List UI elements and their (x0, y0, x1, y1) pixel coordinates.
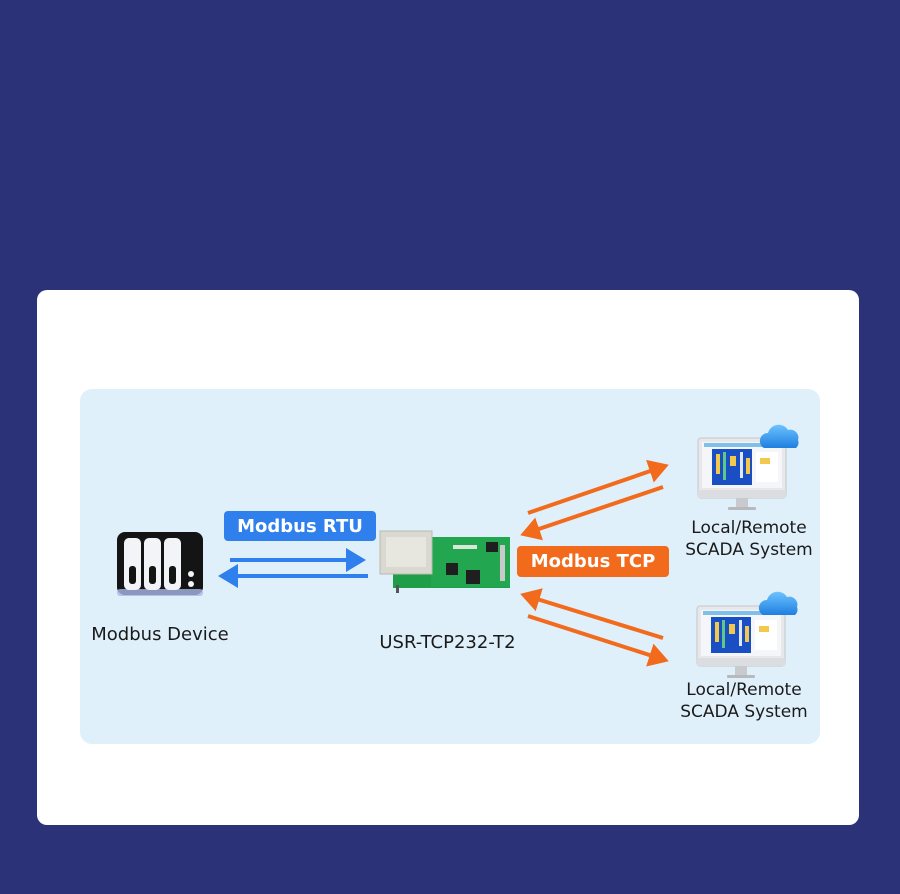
scada-label-line2: SCADA System (680, 702, 808, 722)
scada-label-line1: Local/Remote (686, 680, 802, 700)
modbus-rtu-tag: Modbus RTU (224, 511, 376, 541)
gateway-label: USR-TCP232-T2 (379, 632, 516, 653)
scada-label-line1: Local/Remote (691, 518, 807, 538)
tcp-arrow-from-scada-2 (520, 588, 664, 640)
scada-label-line2: SCADA System (685, 540, 813, 560)
modbus-device-label: Modbus Device (91, 624, 229, 645)
scada-system-label: Local/Remote SCADA System (669, 679, 819, 723)
tcp-arrow-to-scada-1 (527, 459, 669, 515)
monitor-cloud-icon (697, 424, 799, 511)
tcp-arrow-from-scada-1 (520, 485, 664, 541)
monitor-cloud-icon (696, 591, 798, 679)
modbus-device-icon (117, 532, 203, 596)
modbus-tcp-tag: Modbus TCP (517, 546, 669, 577)
tcp-arrow-to-scada-2 (527, 614, 669, 667)
serial-ethernet-module-icon (379, 530, 510, 593)
scada-system-label: Local/Remote SCADA System (674, 517, 824, 561)
